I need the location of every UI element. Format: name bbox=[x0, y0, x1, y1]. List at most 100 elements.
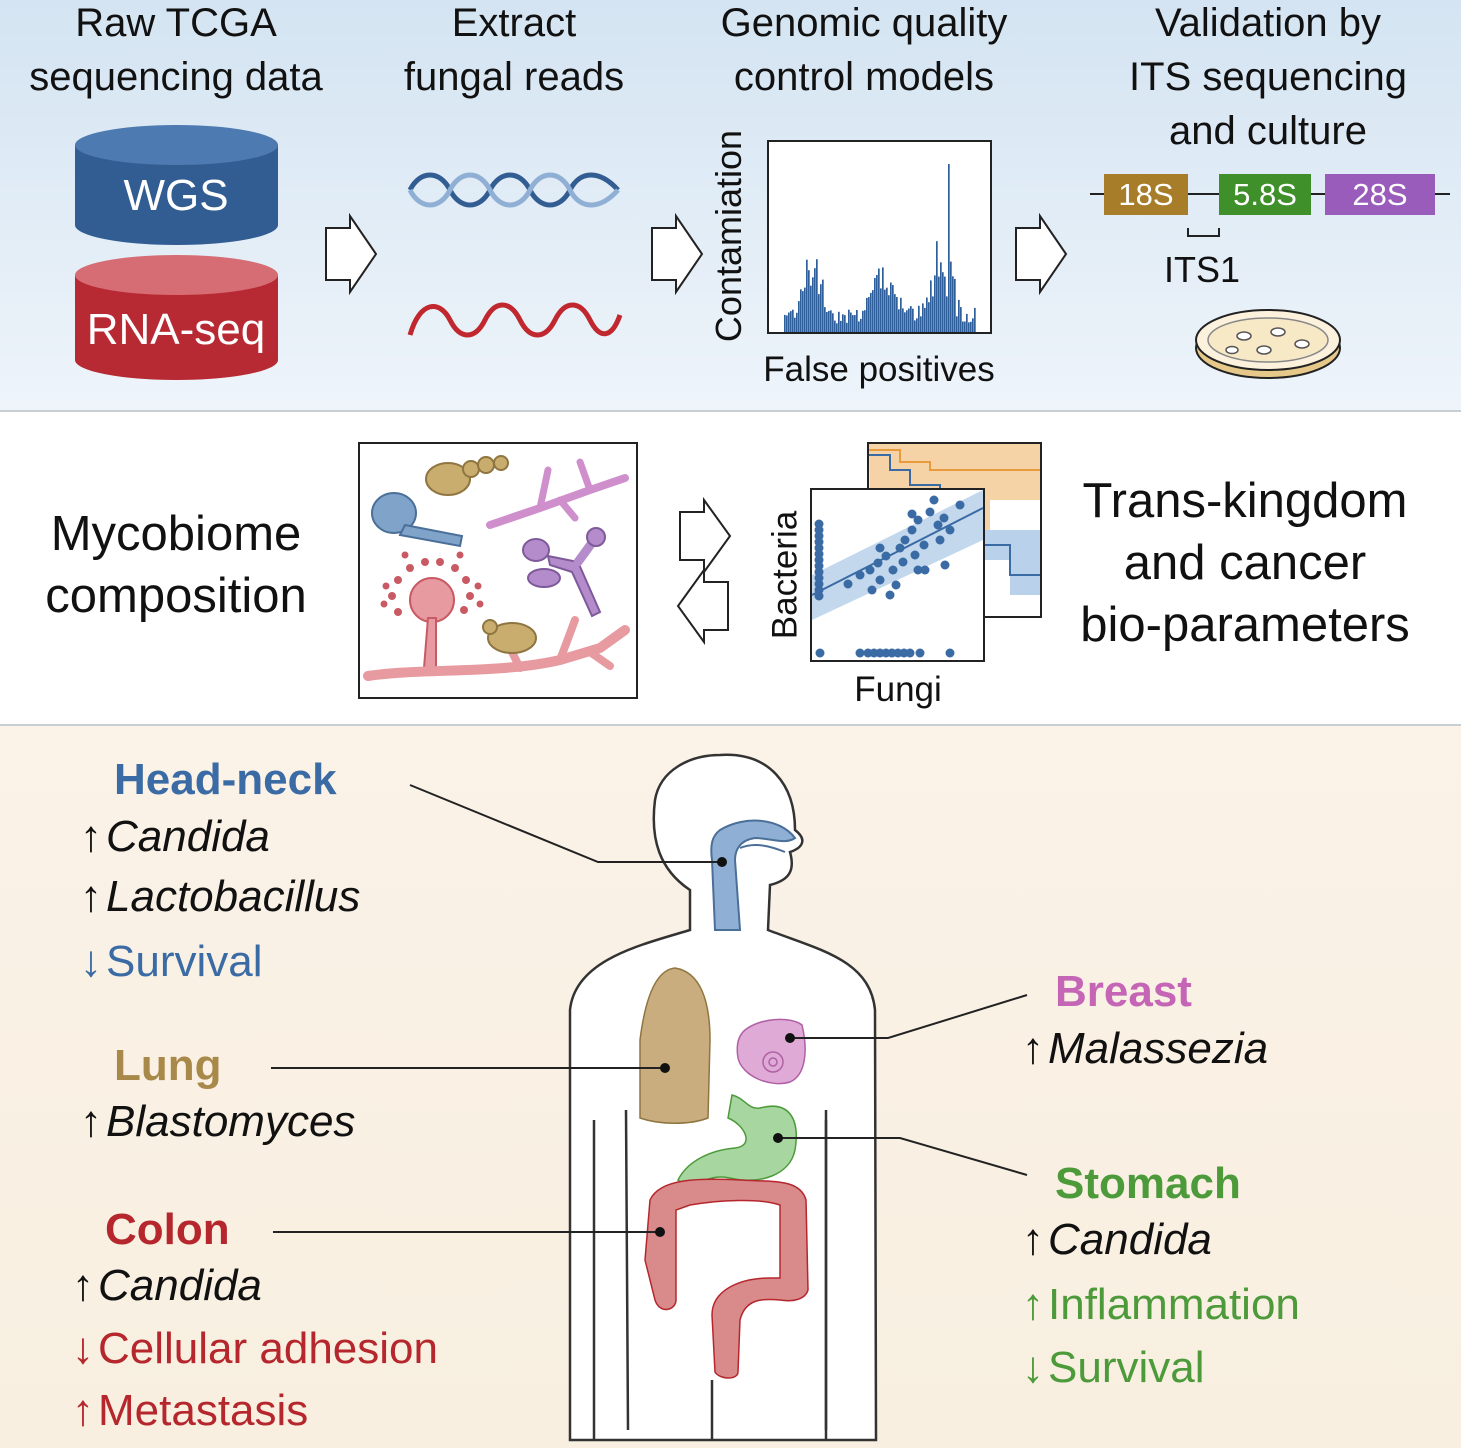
histogram-bar bbox=[808, 270, 810, 332]
headneck-item: ↓Survival bbox=[80, 937, 263, 986]
histogram-bar bbox=[826, 312, 828, 332]
scatter-point bbox=[913, 515, 923, 525]
histogram-bar bbox=[940, 262, 942, 332]
histogram-bar bbox=[946, 296, 948, 332]
lung-organ bbox=[639, 967, 711, 1124]
histogram-bar bbox=[892, 285, 894, 332]
panel-divider bbox=[0, 724, 1461, 726]
histogram-bar bbox=[966, 313, 968, 332]
histogram-bar bbox=[908, 308, 910, 332]
histogram-bar bbox=[906, 310, 908, 332]
arrow-up-icon: ↑ bbox=[1022, 1024, 1044, 1073]
histogram-bar bbox=[824, 307, 826, 332]
mycobiome-title: Mycobiome composition bbox=[45, 507, 307, 623]
scatter-point bbox=[895, 543, 905, 553]
rna-seq-label: RNA-seq bbox=[86, 305, 266, 354]
histogram-bar bbox=[838, 311, 840, 332]
breast-item: ↑Malassezia bbox=[1022, 1024, 1269, 1073]
leader-lines bbox=[271, 784, 1028, 1233]
histogram-bar bbox=[878, 268, 880, 332]
stomach-item: ↑Inflammation bbox=[1022, 1280, 1300, 1329]
histogram-bar bbox=[924, 307, 926, 332]
histogram-bar bbox=[834, 320, 836, 332]
gene-58s-label: 5.8S bbox=[1233, 177, 1297, 212]
histogram-bar bbox=[922, 303, 924, 332]
histogram-bar bbox=[974, 307, 976, 332]
arrow-up-icon: ↑ bbox=[80, 872, 102, 921]
histogram-bar bbox=[958, 299, 960, 332]
histogram-bar bbox=[802, 291, 804, 332]
histogram-bar bbox=[822, 279, 824, 332]
histogram-bar bbox=[942, 272, 944, 332]
histogram-bar bbox=[944, 276, 946, 332]
scatter-point bbox=[945, 525, 955, 535]
histogram-bar bbox=[912, 308, 914, 332]
histogram-bar bbox=[882, 267, 884, 332]
histogram-bar bbox=[930, 280, 932, 332]
histogram-bar bbox=[954, 278, 956, 332]
trans-kingdom-title: Trans-kingdom and cancer bio-parameters bbox=[1080, 474, 1410, 652]
scatter-point bbox=[929, 495, 939, 505]
histogram-bar bbox=[858, 321, 860, 332]
histogram-xlabel: False positives bbox=[763, 350, 995, 389]
histogram-bar bbox=[870, 292, 872, 332]
histogram-bar bbox=[970, 321, 972, 332]
histogram-bar bbox=[950, 261, 952, 332]
scatter-point bbox=[865, 565, 875, 575]
arrow-down-icon: ↓ bbox=[72, 1324, 94, 1373]
stomach-item: ↑Candida bbox=[1022, 1215, 1212, 1264]
scatter-point bbox=[945, 648, 955, 658]
arrow-up-icon: ↑ bbox=[72, 1386, 94, 1435]
gene-28s-label: 28S bbox=[1352, 177, 1407, 212]
scatter-point bbox=[875, 575, 885, 585]
arrow-up-icon: ↑ bbox=[1022, 1280, 1044, 1329]
scatter-point bbox=[933, 520, 943, 530]
arrow-right-icon bbox=[651, 212, 704, 296]
scatter-point bbox=[873, 558, 883, 568]
headneck-item: ↑Lactobacillus bbox=[80, 872, 361, 921]
scatter-point bbox=[919, 540, 929, 550]
histogram-bar bbox=[804, 287, 806, 332]
histogram-bar bbox=[816, 259, 818, 332]
histogram-bar bbox=[794, 317, 796, 332]
its1-label: ITS1 bbox=[1163, 249, 1241, 290]
wgs-label: WGS bbox=[123, 171, 229, 220]
scatter-point bbox=[855, 570, 865, 580]
histogram-bar bbox=[910, 306, 912, 332]
histogram-bar bbox=[828, 310, 830, 332]
histogram-bar bbox=[962, 321, 964, 332]
headneck-title: Head-neck bbox=[114, 755, 337, 804]
histogram-bar bbox=[844, 315, 846, 332]
arrow-up-icon: ↑ bbox=[72, 1261, 94, 1310]
histogram-bar bbox=[918, 305, 920, 332]
histogram-bar bbox=[832, 313, 834, 332]
histogram-bar bbox=[928, 302, 930, 332]
histogram-bar bbox=[852, 315, 854, 332]
histogram-bar bbox=[902, 308, 904, 332]
panel-divider bbox=[0, 410, 1461, 412]
dna-helix-icon bbox=[407, 172, 620, 208]
step-extract-title: Extract fungal reads bbox=[403, 1, 625, 99]
histogram-bar bbox=[850, 312, 852, 332]
histogram-bar bbox=[788, 312, 790, 332]
scatter-point bbox=[955, 500, 965, 510]
lung-title: Lung bbox=[114, 1041, 222, 1090]
histogram-bar bbox=[900, 297, 902, 332]
headneck-item: ↑Candida bbox=[80, 812, 270, 861]
histogram-bar bbox=[840, 320, 842, 332]
histogram-bar bbox=[904, 312, 906, 332]
histogram-bar bbox=[876, 275, 878, 332]
scatter-point bbox=[907, 525, 917, 535]
scatter-point bbox=[855, 648, 865, 658]
histogram-bar bbox=[848, 309, 850, 332]
scatter-point bbox=[920, 565, 930, 575]
scatter-point bbox=[900, 535, 910, 545]
wgs-database-icon bbox=[75, 125, 278, 245]
histogram-bar bbox=[806, 259, 808, 332]
gene-18s-label: 18S bbox=[1118, 177, 1173, 212]
arm-line bbox=[624, 1109, 828, 1440]
colon-organ bbox=[644, 1178, 809, 1379]
histogram-bar bbox=[956, 316, 958, 332]
